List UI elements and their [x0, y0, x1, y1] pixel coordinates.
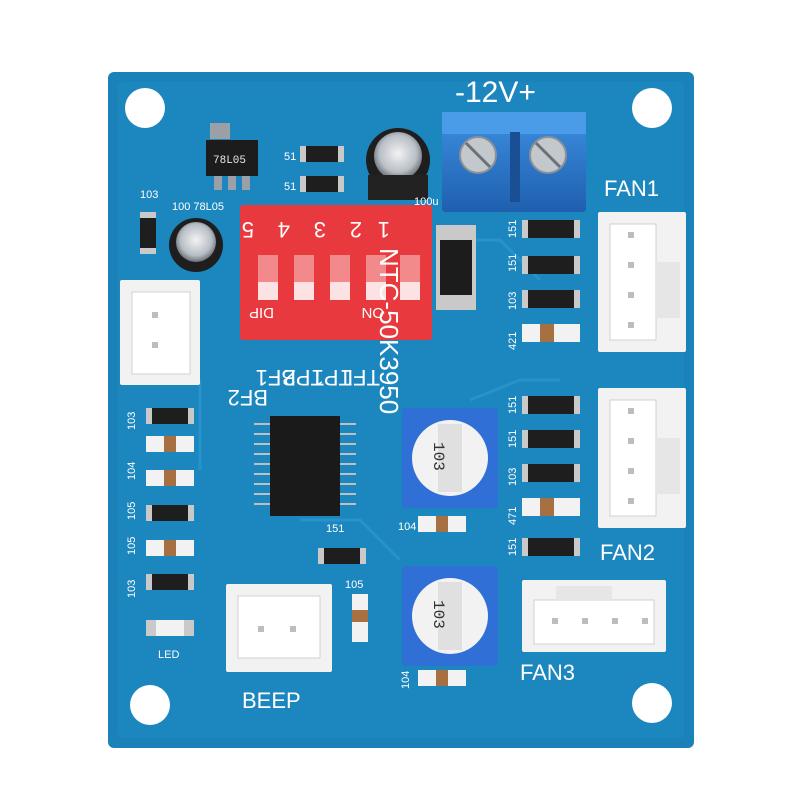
- code-51-a: 51: [284, 151, 296, 163]
- dip-on-label: ON: [362, 304, 385, 321]
- led: [146, 620, 194, 636]
- left-code-4: 105: [126, 537, 138, 555]
- potentiometer-1[interactable]: 103: [402, 408, 498, 508]
- regulator-78l05: 78L05: [206, 123, 258, 190]
- fan1-code-4: 151: [507, 220, 519, 238]
- dip-switch[interactable]: 5 4 3 2 1 DIP ON: [240, 205, 432, 340]
- fan3-connector[interactable]: [522, 580, 666, 652]
- label-tp1: TP1: [312, 365, 352, 390]
- label-tfl: TFL: [341, 365, 380, 390]
- code-104-b: 104: [400, 671, 412, 689]
- fan2-label: FAN2: [600, 540, 655, 565]
- label-bf1: BF1: [256, 365, 296, 390]
- led-label: LED: [158, 649, 179, 661]
- power-label: -12V+: [455, 76, 536, 109]
- code-51-b: 51: [284, 181, 296, 193]
- dip-number-3: 3: [314, 217, 326, 242]
- potentiometer-2[interactable]: 103: [402, 566, 498, 666]
- mount-hole-tl: [125, 88, 165, 128]
- mount-hole-tr: [632, 88, 672, 128]
- dip-label: DIP: [249, 304, 274, 321]
- left-resistor-codes: 103 104 105 105 103: [126, 412, 138, 598]
- function-labels: TFL TP1 TP2 BF1 BF2: [228, 365, 380, 410]
- capacitor-104-b: [418, 670, 466, 686]
- dip-levers[interactable]: [258, 255, 420, 300]
- fan2-codes: 471 103 151 151 151: [507, 396, 519, 556]
- capacitor-104-a: [418, 516, 466, 532]
- fan1-connector[interactable]: [598, 212, 686, 352]
- left-code-1: 103: [126, 412, 138, 430]
- ic-chip: [254, 416, 356, 516]
- resistor-51-a: [300, 146, 344, 162]
- dip-number-1: 1: [378, 217, 390, 242]
- label-tp2: TP2: [284, 365, 324, 390]
- resistor-51-b: [300, 176, 344, 192]
- code-104-a: 104: [398, 521, 416, 533]
- beep-label: BEEP: [242, 688, 301, 713]
- label-bf2: BF2: [228, 385, 268, 410]
- fan1-resistors: [522, 220, 580, 342]
- dip-number-2: 2: [350, 217, 362, 242]
- left-resistors: [146, 408, 194, 590]
- left-code-2: 104: [126, 462, 138, 480]
- resistor-left-top: [140, 212, 156, 254]
- diode: [436, 225, 476, 310]
- dip-numbers: 5 4 3 2 1: [242, 217, 390, 242]
- capacitor-105: [352, 594, 368, 642]
- dip-number-5: 5: [242, 217, 254, 242]
- connector-left[interactable]: [120, 280, 200, 385]
- regulator-silk: 100 78L05: [172, 201, 224, 213]
- beep-connector[interactable]: [226, 584, 332, 672]
- ntc-label: NTC-50K3950: [374, 248, 404, 414]
- left-top-code: 103: [140, 189, 158, 201]
- terminal-block: [442, 112, 586, 212]
- left-code-3: 105: [126, 502, 138, 520]
- mount-hole-bl: [130, 685, 170, 725]
- pot-marking-1: 103: [429, 442, 447, 471]
- fan2-code-1: 471: [507, 507, 519, 525]
- resistor-151-mid: [318, 548, 366, 564]
- fan1-codes: 421 103 151 151: [507, 220, 519, 350]
- pot-marking-2: 103: [429, 600, 447, 629]
- fan1-code-3: 151: [507, 254, 519, 272]
- left-code-5: 103: [126, 580, 138, 598]
- mount-hole-br: [632, 683, 672, 723]
- code-151-ic: 151: [326, 523, 344, 535]
- fan2-code-5: 151: [507, 538, 519, 556]
- fan2-resistors: [522, 396, 580, 556]
- fan2-code-2: 103: [507, 468, 519, 486]
- fan1-code-1: 421: [507, 332, 519, 350]
- capacitor-left: [169, 218, 223, 272]
- fan2-code-3: 151: [507, 430, 519, 448]
- code-105: 105: [345, 579, 363, 591]
- fan2-connector[interactable]: [598, 388, 686, 528]
- fan3-label: FAN3: [520, 660, 575, 685]
- dip-number-4: 4: [278, 217, 290, 242]
- fan1-code-2: 103: [507, 292, 519, 310]
- capacitor-top: [366, 128, 430, 200]
- fan1-label: FAN1: [604, 176, 659, 201]
- regulator-marking: 78L05: [213, 155, 246, 167]
- fan2-code-4: 151: [507, 396, 519, 414]
